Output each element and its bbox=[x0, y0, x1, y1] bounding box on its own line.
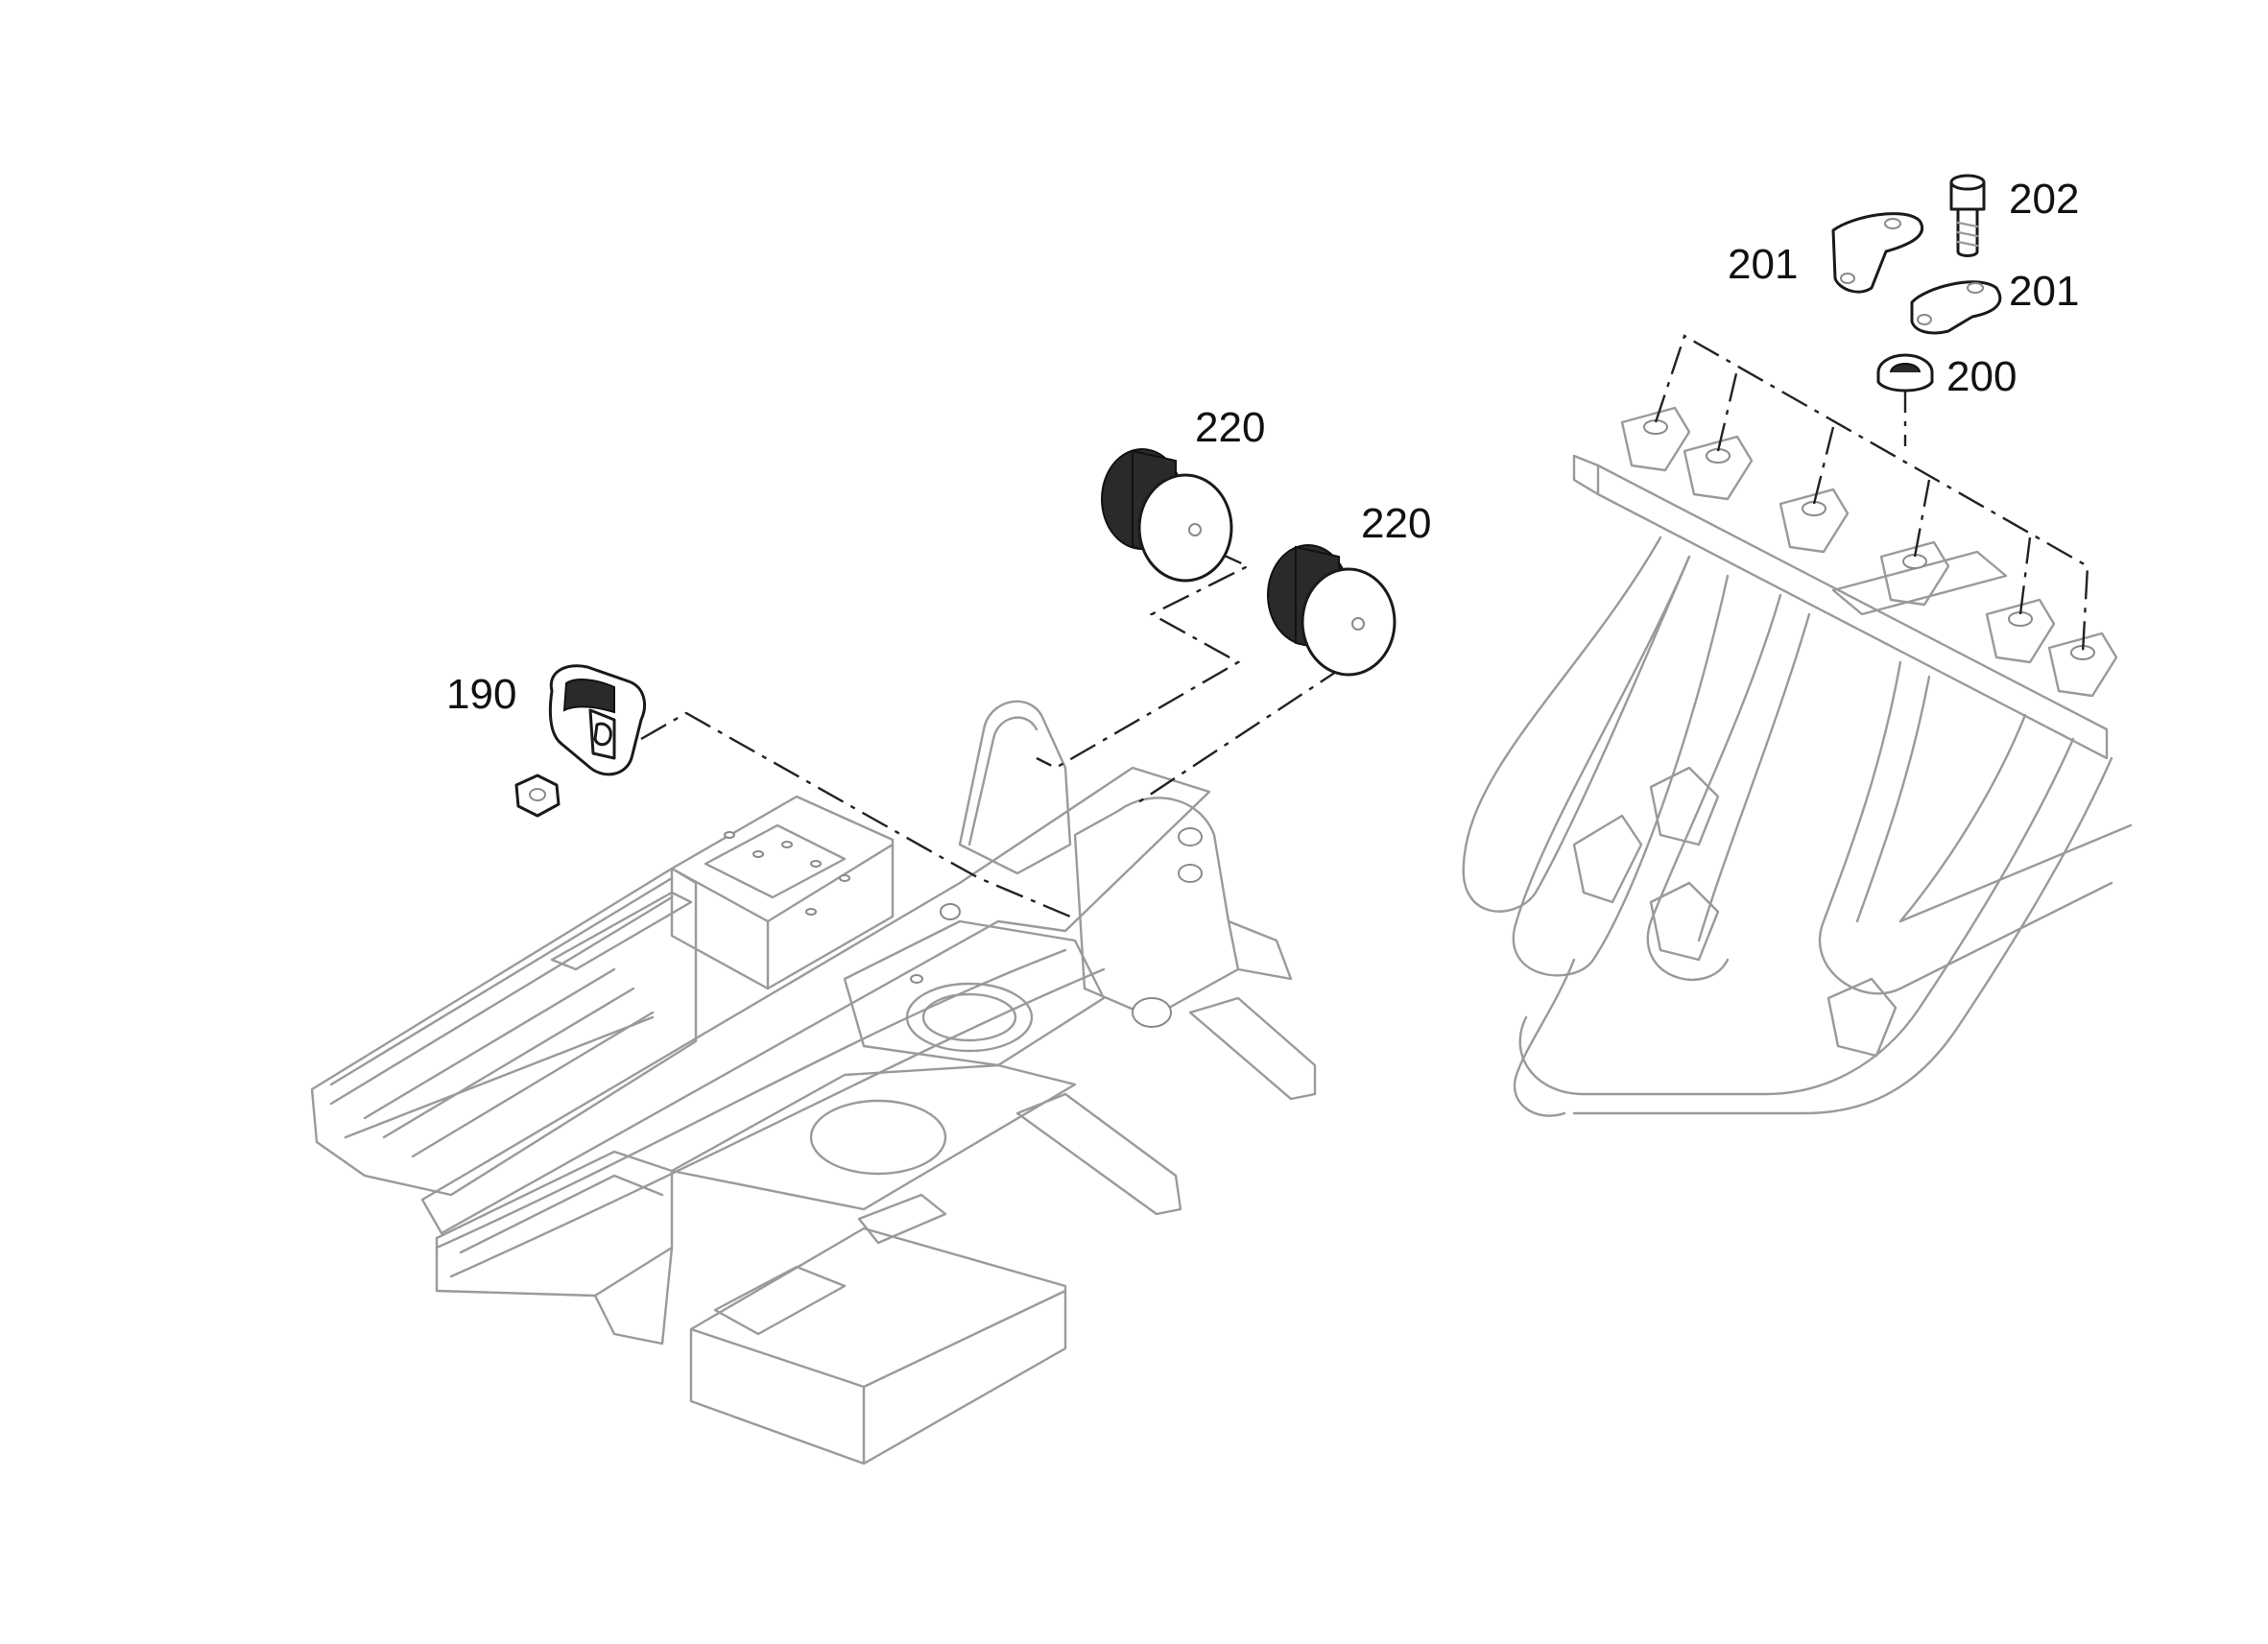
hydraulic-manifold bbox=[1462, 406, 2133, 1117]
part-220-reel-upper bbox=[1101, 448, 1233, 583]
callout-201-right: 201 bbox=[2009, 268, 2079, 315]
part-190-nut bbox=[514, 774, 561, 818]
callout-202: 202 bbox=[2009, 176, 2079, 223]
callout-200: 200 bbox=[1946, 353, 2017, 400]
part-202-bolt bbox=[1949, 174, 1986, 257]
undercarriage-frame bbox=[310, 700, 1317, 1465]
part-200-washer bbox=[1876, 353, 1934, 393]
part-190-grommet bbox=[548, 664, 646, 776]
part-201-flange-half-left bbox=[1831, 212, 1923, 294]
assembly-lines-right bbox=[1654, 334, 2089, 654]
callout-220-lower: 220 bbox=[1361, 500, 1431, 547]
part-220-reel-lower bbox=[1267, 544, 1397, 677]
callout-201-left: 201 bbox=[1728, 241, 1798, 288]
callout-220-upper: 220 bbox=[1195, 404, 1265, 451]
part-201-flange-half-right bbox=[1910, 280, 2002, 335]
callout-190: 190 bbox=[446, 671, 516, 718]
